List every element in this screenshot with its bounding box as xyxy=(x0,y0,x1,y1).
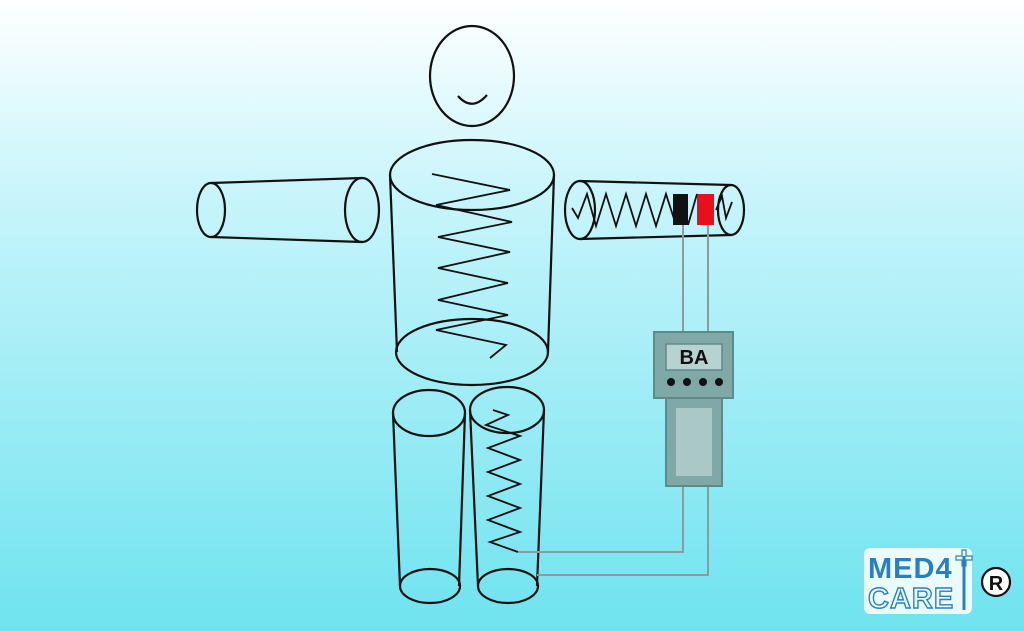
left-arm-end-ellipse xyxy=(195,181,227,239)
device-button-4 xyxy=(715,378,723,386)
right-arm-bottom-edge xyxy=(579,233,732,241)
right-arm-end-ellipse xyxy=(716,183,746,237)
right-arm-spring-end xyxy=(715,192,733,222)
wire-leg-inner xyxy=(518,486,684,553)
left-leg-top-ellipse xyxy=(391,388,467,438)
right-leg-current-spring xyxy=(483,409,523,553)
logo-line2: CARE xyxy=(868,583,954,614)
left-arm-top-edge xyxy=(210,176,363,185)
wire-leg-outer xyxy=(537,486,709,576)
torso-cylinder xyxy=(388,138,556,387)
right-leg-cylinder xyxy=(468,385,546,605)
logo-backdrop xyxy=(864,548,972,614)
head-outline xyxy=(428,24,516,128)
device-button-2 xyxy=(683,378,691,386)
black-electrode xyxy=(673,194,688,225)
analyzer-device: BA xyxy=(653,331,734,487)
med4care-logo: MED4 CARE R ® xyxy=(864,548,1012,614)
right-leg-top-ellipse xyxy=(468,385,546,435)
left-arm-bottom-edge xyxy=(210,235,363,244)
left-leg-right-edge xyxy=(457,412,467,587)
right-leg-right-edge xyxy=(535,409,546,587)
torso-top-ellipse xyxy=(388,138,556,212)
left-arm-cylinder xyxy=(195,176,381,244)
smile xyxy=(457,94,488,105)
device-grip-panel xyxy=(676,408,712,476)
registered-mark-letter: R xyxy=(989,573,1004,595)
device-label: BA xyxy=(680,347,709,369)
electrode-link xyxy=(687,193,698,226)
left-leg-bottom-ellipse xyxy=(398,567,462,605)
device-button-1 xyxy=(667,378,675,386)
torso-current-spring xyxy=(431,173,513,359)
left-leg-cylinder xyxy=(391,388,467,605)
torso-left-edge xyxy=(388,174,399,353)
torso-right-edge xyxy=(546,174,556,353)
registered-mark-circle xyxy=(980,566,1012,598)
right-leg-bottom-ellipse xyxy=(476,567,540,605)
left-arm-shoulder-ellipse xyxy=(343,176,381,244)
wires xyxy=(518,225,709,576)
red-electrode xyxy=(697,194,714,225)
device-display xyxy=(665,343,723,371)
right-leg-left-edge xyxy=(468,409,480,587)
head xyxy=(428,24,516,128)
right-arm-cylinder xyxy=(563,179,746,241)
right-arm-top-edge xyxy=(579,179,732,187)
torso-bottom-ellipse xyxy=(394,317,550,387)
logo-cross-icon xyxy=(955,549,973,567)
right-arm-shoulder-ellipse xyxy=(563,179,597,241)
right-arm-current-spring xyxy=(571,190,676,230)
device-button-3 xyxy=(699,378,707,386)
logo-line1: MED4 xyxy=(868,553,953,585)
left-leg-left-edge xyxy=(391,412,402,587)
